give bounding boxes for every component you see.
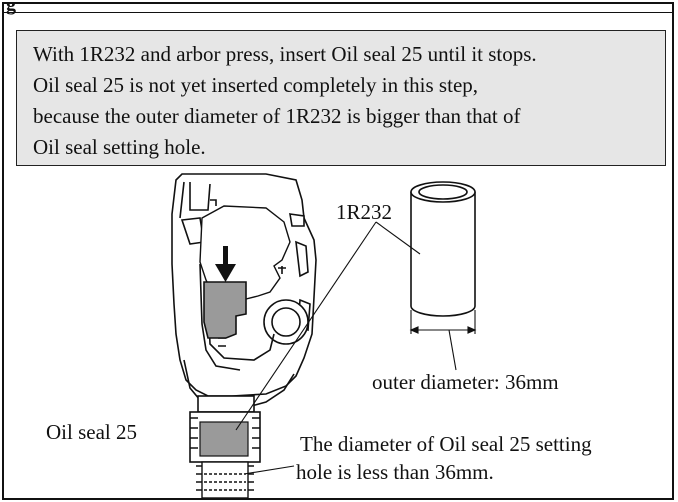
callout-oil-seal-25: Oil seal 25 [46,420,137,444]
outer-diameter-dimension [409,310,477,371]
note-line-4: Oil seal setting hole. [33,135,206,159]
header-rule [4,12,672,13]
assembly-illustration [171,173,477,498]
oil-seal-25-shape [199,421,249,457]
housing-body [171,173,317,409]
figure-label: g [6,2,16,15]
callout-outer-diameter: outer diameter: 36mm [372,370,559,394]
down-arrow-icon [215,246,236,282]
instruction-note-box: With 1R232 and arbor press, insert Oil s… [16,30,666,166]
callout-setting-hole-line-2: hole is less than 36mm. [296,460,494,484]
leader-lines-1r232 [235,221,421,431]
figure-header: g [4,4,672,18]
leader-line-setting-hole [243,465,295,475]
threaded-end [196,461,254,498]
tool-1r232-cylinder [410,181,476,317]
note-line-3: because the outer diameter of 1R232 is b… [33,104,521,128]
callout-setting-hole-line-1: The diameter of Oil seal 25 setting [300,432,592,456]
note-line-2: Oil seal 25 is not yet inserted complete… [33,73,479,97]
note-line-1: With 1R232 and arbor press, insert Oil s… [33,42,537,66]
callout-1r232: 1R232 [336,200,393,224]
